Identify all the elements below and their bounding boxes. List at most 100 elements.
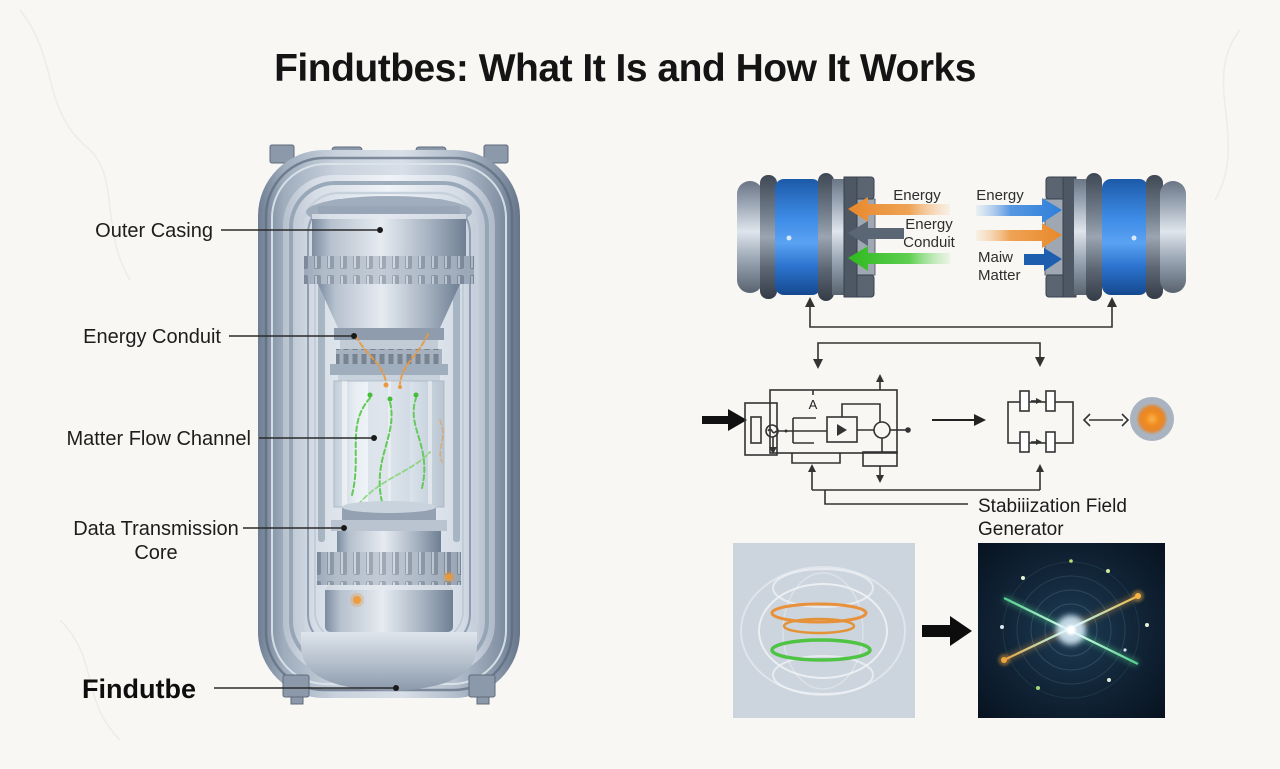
field-panel-background [733, 543, 915, 718]
glow-dot [1036, 686, 1040, 690]
label-data-transmission-core: Data Transmission Core [73, 518, 347, 564]
schematic-diagram: A [702, 374, 1174, 540]
cutaway-label-group: Outer Casing Energy Conduit Matter Flow … [66, 220, 399, 704]
generator-label-connector [824, 490, 968, 505]
down-arrowhead [1035, 357, 1045, 367]
up-arrowhead [805, 297, 815, 307]
matter-arrow-left-green [848, 246, 950, 271]
left-energy-label: Energy [893, 187, 941, 204]
amplifier-arrow [837, 424, 847, 436]
leader-dot [341, 525, 347, 531]
data-transmission-label-line1: Data Transmission [73, 518, 239, 540]
energy-conduit-arrow-left-gray [848, 221, 904, 246]
energy-arrow-left-orange [848, 197, 950, 222]
top-cap-assembly [304, 196, 474, 381]
mid-flow-arrow [932, 414, 986, 426]
right-matter-label-line1: Maiw [978, 249, 1013, 266]
green-field-ring [770, 638, 872, 662]
field-line-ellipses [740, 566, 906, 696]
label-energy-conduit: Energy Conduit [83, 326, 357, 348]
label-findutbe: Findutbe [82, 674, 399, 704]
matter-flow-streams [351, 333, 444, 506]
bidirectional-arrow [1082, 413, 1130, 427]
input-bold-arrow [702, 409, 747, 431]
orange-field-ring-inner [782, 617, 856, 635]
outer-casing-label: Outer Casing [95, 220, 213, 242]
connector-bracket-upper [805, 297, 1117, 328]
down-arrowhead [769, 447, 777, 454]
energy-arrow-right-orange [976, 223, 1062, 248]
up-arrowhead [1036, 464, 1044, 472]
energy-conduit-label: Energy Conduit [83, 326, 221, 348]
data-transmission-label-line2: Core [134, 542, 177, 564]
mixer-symbol [873, 421, 891, 439]
up-arrowhead [808, 464, 816, 472]
feedback-box [862, 451, 898, 467]
leader-dot [351, 333, 357, 339]
blue-band [1102, 179, 1148, 295]
resistor-symbol [750, 416, 762, 444]
beam-tip-glows [998, 590, 1144, 666]
label-outer-casing: Outer Casing [95, 220, 383, 242]
right-connector-cap [1044, 173, 1186, 301]
label-matter-flow-channel: Matter Flow Channel [66, 428, 377, 450]
stream-endpoint-dots [367, 382, 419, 402]
connector-bracket-lower [813, 342, 1045, 369]
core-glow [1136, 403, 1168, 435]
matter-arrow-right-darkblue [1024, 248, 1062, 271]
capacitor-plates [1019, 390, 1056, 453]
left-conduit-label-line2: Conduit [903, 234, 956, 251]
leader-dot [393, 685, 399, 691]
ammeter-label: A [809, 397, 818, 412]
exchange-diagram: Energy Energy Conduit Energy Maiw Matter [737, 173, 1186, 369]
leader-dot [371, 435, 377, 441]
panel-transition-arrow [922, 616, 972, 646]
bottom-dome [301, 632, 477, 691]
right-arrowhead [1036, 439, 1042, 445]
leader-dot [377, 227, 383, 233]
socket-flange [1044, 176, 1077, 298]
up-arrowhead [876, 374, 884, 382]
blue-band [775, 179, 821, 295]
down-arrowhead [813, 359, 823, 369]
orange-field-ring [770, 602, 868, 624]
field-lines-panel [733, 543, 915, 718]
glow-dot [1069, 559, 1073, 563]
mounting-feet [282, 674, 496, 705]
field-panels [733, 543, 1165, 718]
right-arrowhead [974, 414, 986, 426]
stabilizer-block [1007, 390, 1074, 453]
left-conduit-label-line1: Energy [905, 216, 953, 233]
cutaway-device [258, 144, 520, 705]
center-core [1066, 625, 1076, 635]
device-name-label: Findutbe [82, 674, 196, 704]
feedback-loop [808, 464, 1044, 505]
core-orb [1130, 397, 1174, 441]
capacitor-symbol [792, 417, 816, 444]
right-matter-label-line2: Matter [978, 267, 1021, 284]
bottom-cap-assembly [301, 501, 477, 691]
up-arrowhead [1107, 297, 1117, 307]
glow-dot [1106, 569, 1110, 573]
particle-dots [1000, 559, 1149, 690]
stabilized-field-panel [978, 543, 1165, 718]
matter-flow-label: Matter Flow Channel [66, 428, 251, 450]
glow-dot [1107, 678, 1111, 682]
generator-label-line1: Stabiiization Field [978, 496, 1127, 517]
glow-dot [1021, 576, 1025, 580]
conduit-pipes [318, 242, 460, 542]
page-title: Findutbes: What It Is and How It Works [274, 47, 976, 90]
glow-dot [1145, 623, 1149, 627]
generator-label-line2: Generator [978, 519, 1064, 540]
right-energy-label: Energy [976, 187, 1024, 204]
glow-dot [1000, 625, 1004, 629]
control-circuit-block: A [744, 374, 911, 483]
down-arrowhead [876, 475, 884, 483]
energy-arrow-right-blue [976, 198, 1062, 223]
glass-tube [333, 380, 445, 508]
glow-dot [1123, 648, 1127, 652]
right-arrowhead [1036, 398, 1042, 404]
background-texture [19, 9, 1241, 741]
